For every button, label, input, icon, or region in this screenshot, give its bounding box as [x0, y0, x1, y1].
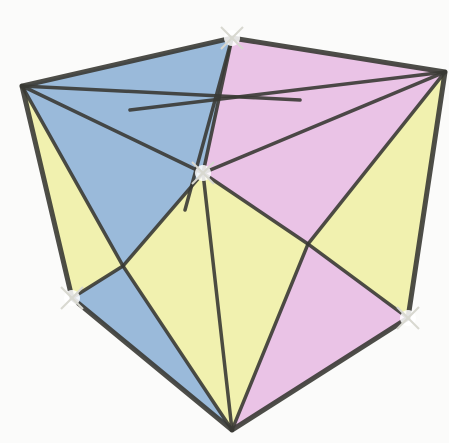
vertex-marker-lm: [61, 287, 83, 309]
vertex-marker-tm: [221, 27, 243, 49]
vertex-marker-rm: [397, 307, 419, 329]
vertex-marker-c: [192, 162, 214, 184]
